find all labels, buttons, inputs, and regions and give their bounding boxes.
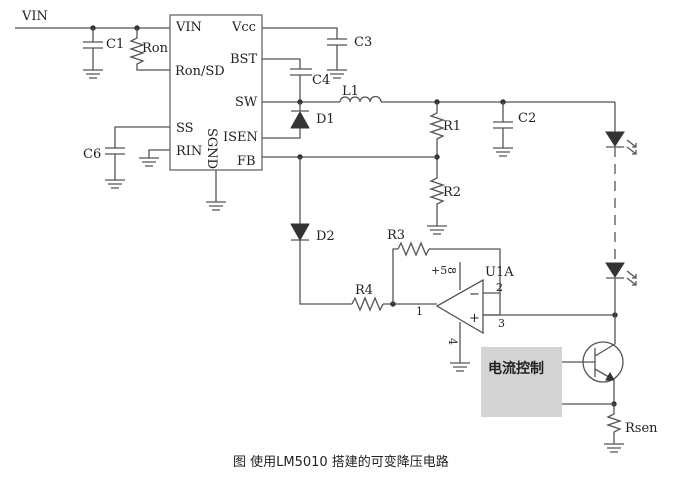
ron-label: Ron [142, 41, 169, 56]
pin-rin: RIN [176, 144, 202, 159]
pin-ss: SS [176, 121, 194, 136]
opamp-pin2: 2 [496, 281, 503, 294]
opamp-pin4: 4 [446, 338, 459, 345]
pin-sgnd: SGND [204, 128, 219, 169]
r1-label: R1 [443, 119, 461, 134]
figure-caption: 图 使用LM5010 搭建的可变降压电路 [233, 454, 449, 470]
opamp-pin3: 3 [498, 317, 505, 330]
opamp-plus: + [469, 311, 480, 326]
pin-sw: SW [235, 95, 258, 110]
opamp-minus: − [469, 287, 480, 302]
pin-vcc: Vcc [231, 20, 256, 35]
vin-label: VIN [21, 9, 48, 24]
r4-label: R4 [355, 283, 373, 298]
d1-label: D1 [316, 112, 335, 127]
c6-label: C6 [83, 147, 101, 162]
current-control-label: 电流控制 [488, 360, 544, 377]
pin-ron-sd: Ron/SD [175, 64, 225, 79]
u1a-label: U1A [485, 265, 514, 280]
pin-fb: FB [237, 154, 256, 169]
c4-label: C4 [312, 73, 330, 88]
c1-label: C1 [106, 37, 124, 52]
l1-label: L1 [342, 84, 359, 99]
opamp-u1a [435, 278, 484, 335]
pin-isen: ISEN [223, 130, 258, 145]
pin-vin: VIN [175, 20, 202, 35]
r2-label: R2 [443, 185, 461, 200]
d2-label: D2 [316, 229, 335, 244]
current-control-block [481, 347, 562, 417]
ic-body [169, 14, 263, 171]
r3-label: R3 [387, 228, 405, 243]
c3-label: C3 [354, 35, 372, 50]
opamp-pin1: 1 [416, 305, 423, 318]
pin-bst: BST [230, 52, 257, 67]
opamp-supply: +5 [431, 264, 447, 277]
rsen-label: Rsen [625, 421, 658, 436]
opamp-pin8: 8 [445, 267, 458, 274]
c2-label: C2 [518, 111, 536, 126]
